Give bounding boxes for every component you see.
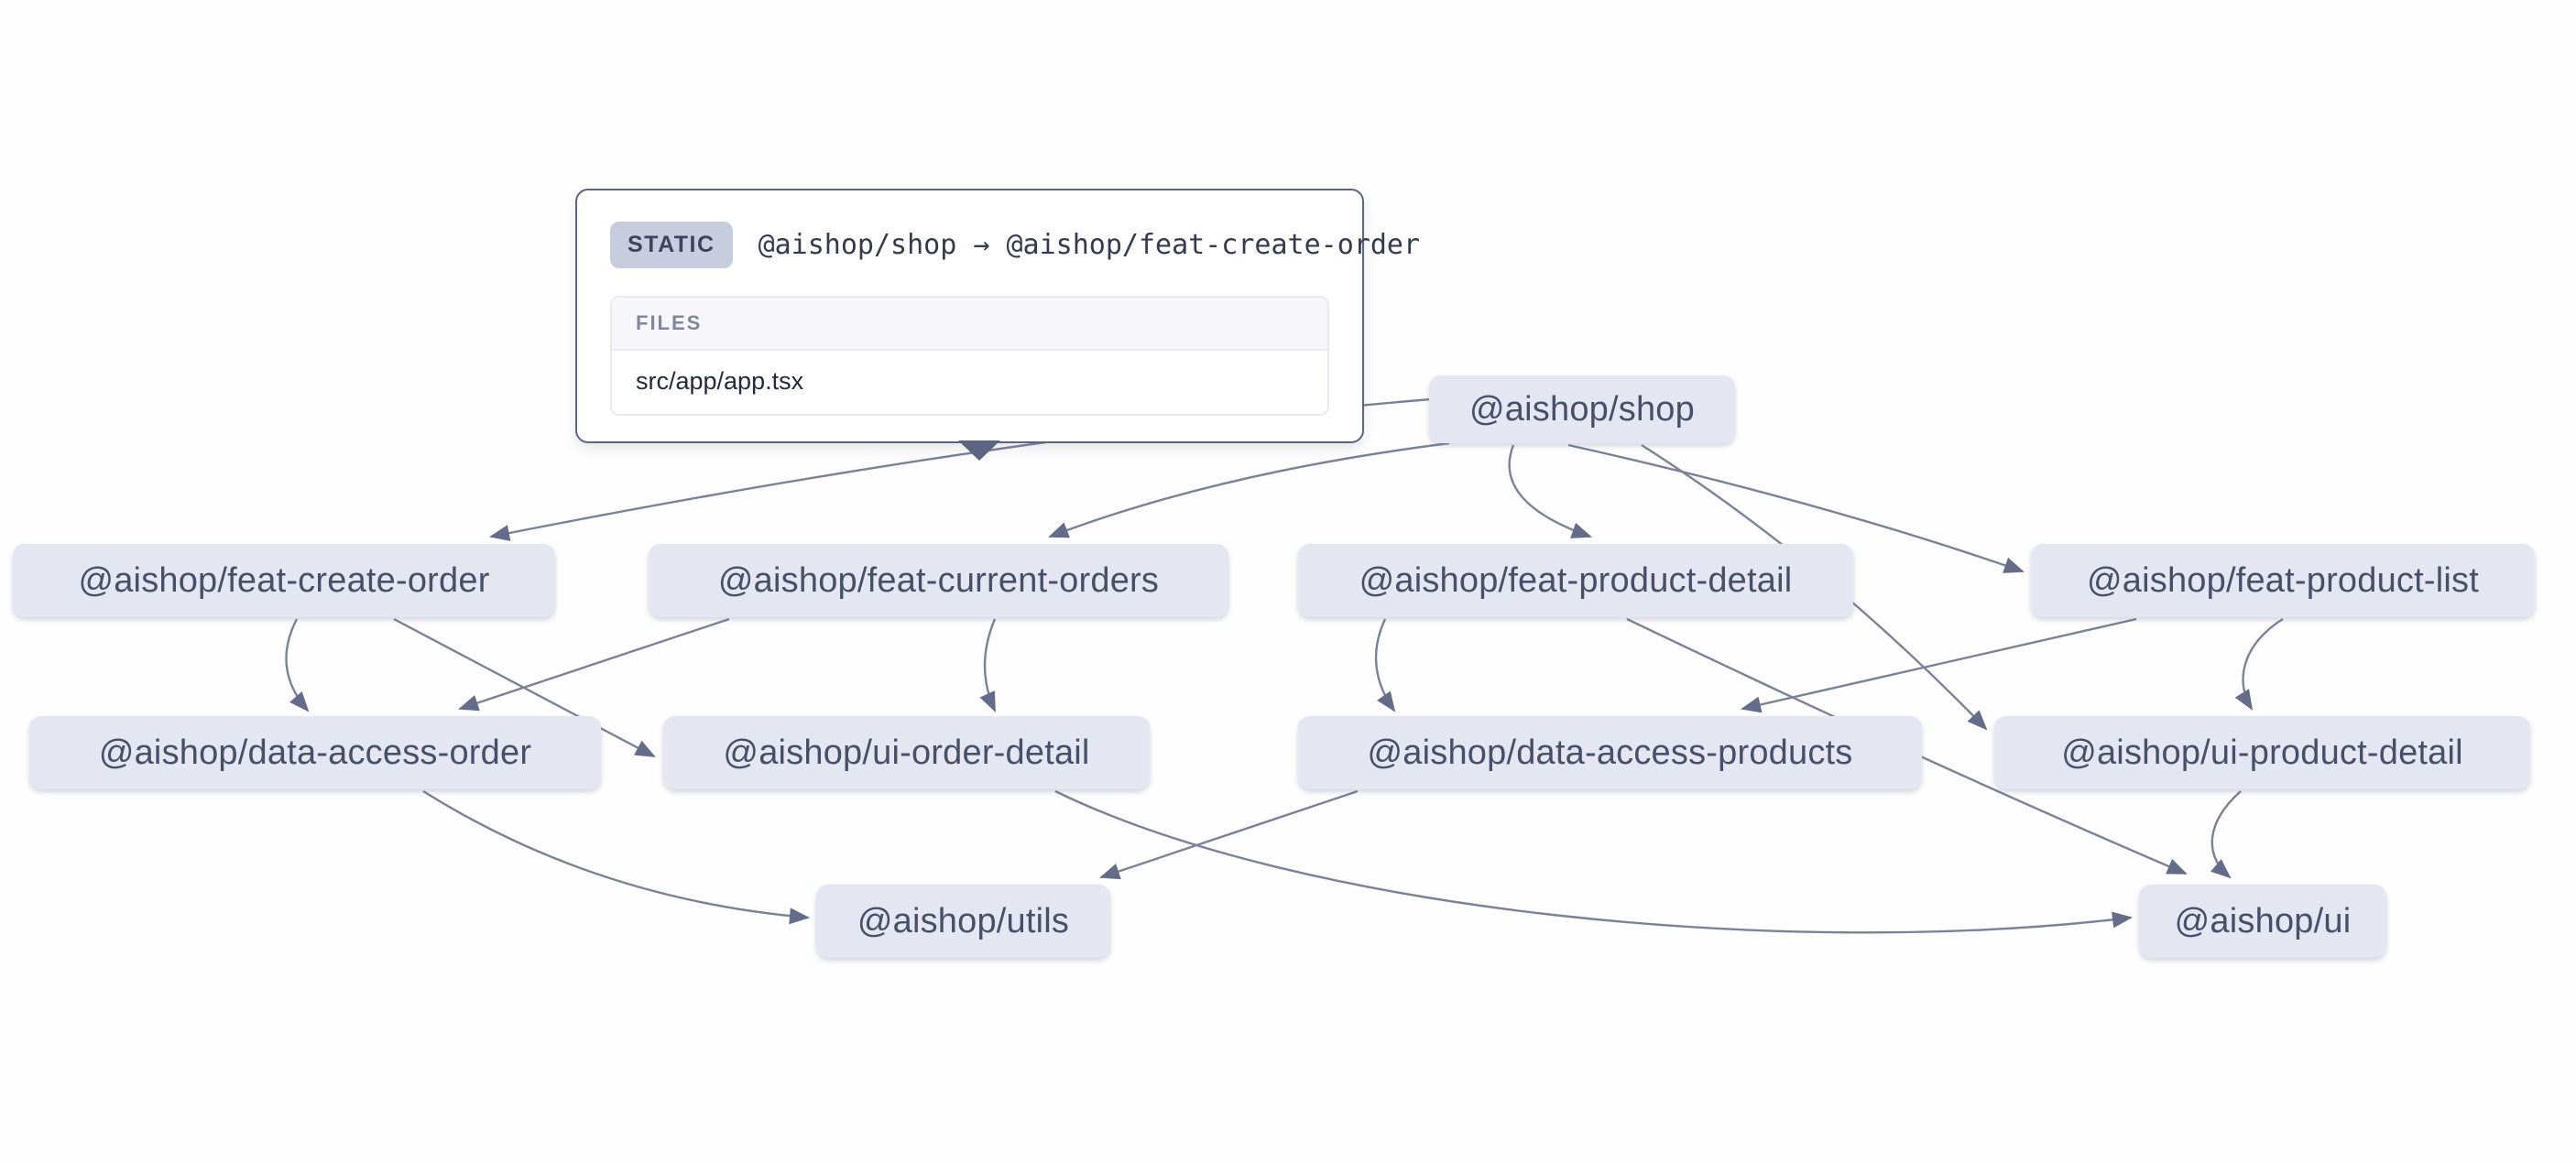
files-header: FILES	[612, 298, 1327, 351]
graph-node-feat-create-order[interactable]: @aishop/feat-create-order	[13, 544, 555, 617]
tooltip-pointer-icon	[958, 440, 1000, 461]
dependency-edge-data-access-products-to-utils[interactable]	[1099, 789, 1359, 880]
graph-node-shop[interactable]: @aishop/shop	[1429, 375, 1735, 443]
dependency-edge-ui-order-detail-to-ui[interactable]	[1054, 789, 2133, 934]
dependency-edge-feat-current-orders-to-data-access-order[interactable]	[458, 617, 730, 712]
dependency-edge-shop-to-feat-product-list[interactable]	[1567, 443, 2025, 573]
file-path: src/app/app.tsx	[612, 351, 1327, 414]
graph-node-feat-product-list[interactable]: @aishop/feat-product-list	[2031, 544, 2535, 617]
graph-node-feat-current-orders[interactable]: @aishop/feat-current-orders	[649, 544, 1228, 617]
graph-node-feat-product-detail[interactable]: @aishop/feat-product-detail	[1298, 544, 1853, 617]
tooltip-header: STATIC @aishop/shop → @aishop/feat-creat…	[610, 222, 1420, 268]
graph-node-data-access-products[interactable]: @aishop/data-access-products	[1298, 716, 1922, 789]
dependency-edge-feat-current-orders-to-ui-order-detail[interactable]	[979, 618, 997, 712]
dependency-edge-feat-product-list-to-ui-product-detail[interactable]	[2234, 617, 2284, 711]
dependency-edge-ui-product-detail-to-ui[interactable]	[2210, 790, 2242, 879]
graph-node-data-access-order[interactable]: @aishop/data-access-order	[29, 716, 601, 789]
dependency-edge-feat-product-detail-to-data-access-products[interactable]	[1374, 618, 1396, 712]
files-panel: FILES src/app/app.tsx	[610, 296, 1329, 416]
edge-label: @aishop/shop → @aishop/feat-create-order	[758, 229, 1421, 261]
dependency-edge-shop-to-feat-current-orders[interactable]	[1048, 441, 1450, 538]
dependency-edge-shop-to-feat-product-detail[interactable]	[1508, 444, 1592, 538]
graph-node-ui-product-detail[interactable]: @aishop/ui-product-detail	[1994, 716, 2530, 789]
graph-node-utils[interactable]: @aishop/utils	[816, 885, 1110, 958]
dependency-edge-feat-product-list-to-data-access-products[interactable]	[1741, 617, 2137, 713]
edge-type-badge: STATIC	[610, 222, 733, 268]
graph-node-ui[interactable]: @aishop/ui	[2139, 885, 2386, 958]
dependency-edge-data-access-order-to-utils[interactable]	[422, 789, 810, 925]
graph-node-ui-order-detail[interactable]: @aishop/ui-order-detail	[663, 716, 1150, 789]
edge-tooltip: STATIC @aishop/shop → @aishop/feat-creat…	[575, 189, 1420, 461]
dependency-edge-feat-create-order-to-data-access-order[interactable]	[285, 618, 310, 712]
